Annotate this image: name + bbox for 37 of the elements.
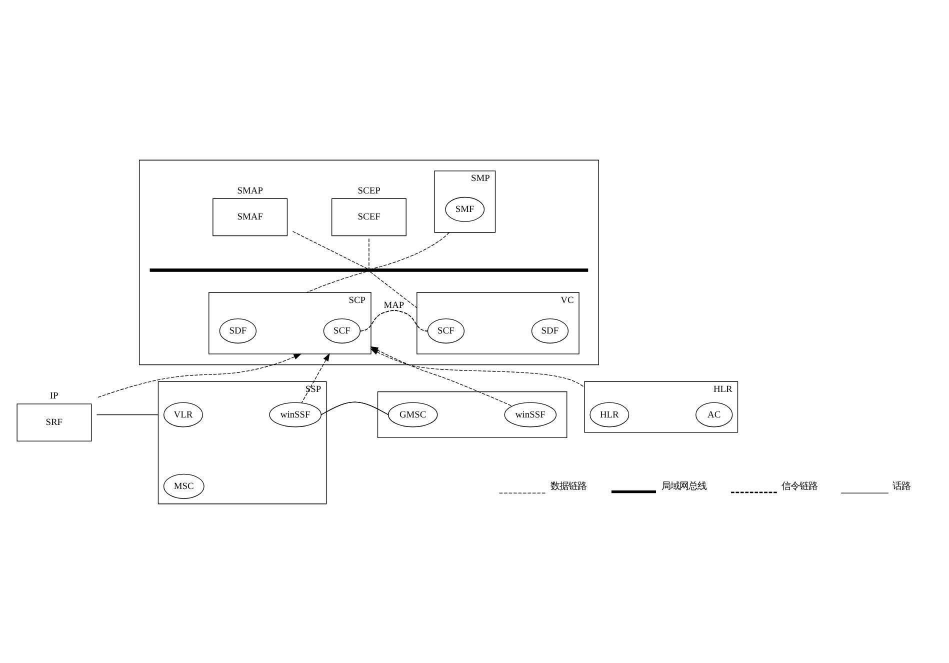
connector <box>372 232 450 269</box>
node-label: SCEP <box>358 186 380 196</box>
node-ellipse: AC <box>696 402 733 427</box>
connector <box>320 401 389 415</box>
legend-label: 数据链路 <box>550 480 587 492</box>
node-ellipse: winSSF <box>504 402 557 427</box>
node-label: IP <box>50 391 58 402</box>
arrow <box>96 353 302 398</box>
node-ellipse: winSSF <box>269 402 322 427</box>
connector <box>96 414 159 415</box>
edge-label: MAP <box>384 300 404 311</box>
arrow <box>301 352 330 403</box>
connector <box>368 238 370 269</box>
node-box: SCEF <box>331 198 406 236</box>
arrow <box>370 348 585 388</box>
legend-label: 信令链路 <box>782 480 818 492</box>
node-ellipse: HLR <box>590 402 630 427</box>
legend-label: 局域网总线 <box>661 480 706 492</box>
node-ellipse: SDF <box>219 318 256 343</box>
connector <box>360 310 428 331</box>
connector <box>370 270 418 308</box>
connector <box>306 270 367 292</box>
node-box: SMAF <box>212 198 288 236</box>
node-ellipse: SMF <box>445 196 485 222</box>
cluster <box>377 390 568 438</box>
node-ellipse: MSC <box>163 473 204 498</box>
node-ellipse: SDF <box>531 318 569 343</box>
node-ellipse: SCF <box>323 318 361 343</box>
node-label: SMAP <box>237 186 263 196</box>
node-ellipse: GMSC <box>388 402 438 427</box>
cluster <box>138 159 599 365</box>
node-bar <box>150 268 588 272</box>
node-ellipse: SCF <box>427 318 465 343</box>
node-ellipse: VLR <box>164 402 203 427</box>
node-box: SRF <box>16 403 92 441</box>
connector <box>292 230 368 269</box>
legend-label: 话路 <box>892 480 910 492</box>
